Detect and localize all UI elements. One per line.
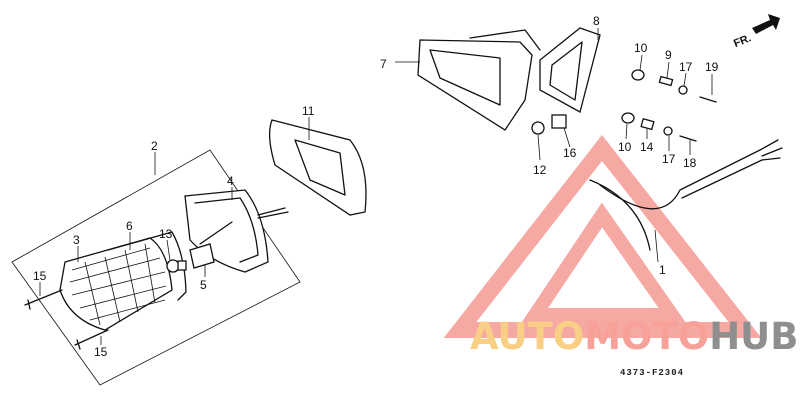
callout-4: 4 bbox=[227, 174, 234, 188]
callout-labels: 1 2 3 4 5 6 7 8 9 10 10 11 12 13 14 15 1… bbox=[33, 14, 719, 359]
callout-16: 16 bbox=[563, 146, 577, 160]
callout-12: 12 bbox=[533, 163, 547, 177]
callout-3: 3 bbox=[73, 233, 80, 247]
callout-13: 13 bbox=[159, 227, 173, 241]
gasket-plate bbox=[268, 119, 367, 216]
callout-10b: 10 bbox=[618, 140, 632, 154]
taillight-assembly bbox=[11, 149, 301, 386]
callout-10: 10 bbox=[634, 41, 648, 55]
callout-1: 1 bbox=[659, 263, 666, 277]
front-direction-arrow: FR. bbox=[732, 14, 780, 50]
callout-7: 7 bbox=[380, 57, 387, 71]
callout-6: 6 bbox=[126, 219, 133, 233]
callout-5: 5 bbox=[200, 278, 207, 292]
callout-15: 15 bbox=[33, 269, 47, 283]
license-bracket bbox=[417, 27, 717, 142]
callout-17b: 17 bbox=[662, 152, 676, 166]
callout-17: 17 bbox=[679, 60, 693, 74]
callout-2: 2 bbox=[151, 139, 158, 153]
callout-9: 9 bbox=[665, 48, 672, 62]
direction-label: FR. bbox=[732, 32, 753, 50]
callout-19: 19 bbox=[705, 60, 719, 74]
leader-lines bbox=[39, 28, 713, 345]
watermark-triangle bbox=[443, 135, 762, 338]
callout-8: 8 bbox=[593, 14, 600, 28]
watermark-logo: AUTOMOTOHUB bbox=[470, 315, 798, 358]
callout-11: 11 bbox=[302, 104, 315, 118]
diagram-code: 4373-F2304 bbox=[620, 368, 684, 378]
callout-15b: 15 bbox=[94, 345, 108, 359]
callout-14: 14 bbox=[640, 140, 654, 154]
callout-18: 18 bbox=[683, 156, 697, 170]
wire-harness bbox=[589, 139, 783, 251]
